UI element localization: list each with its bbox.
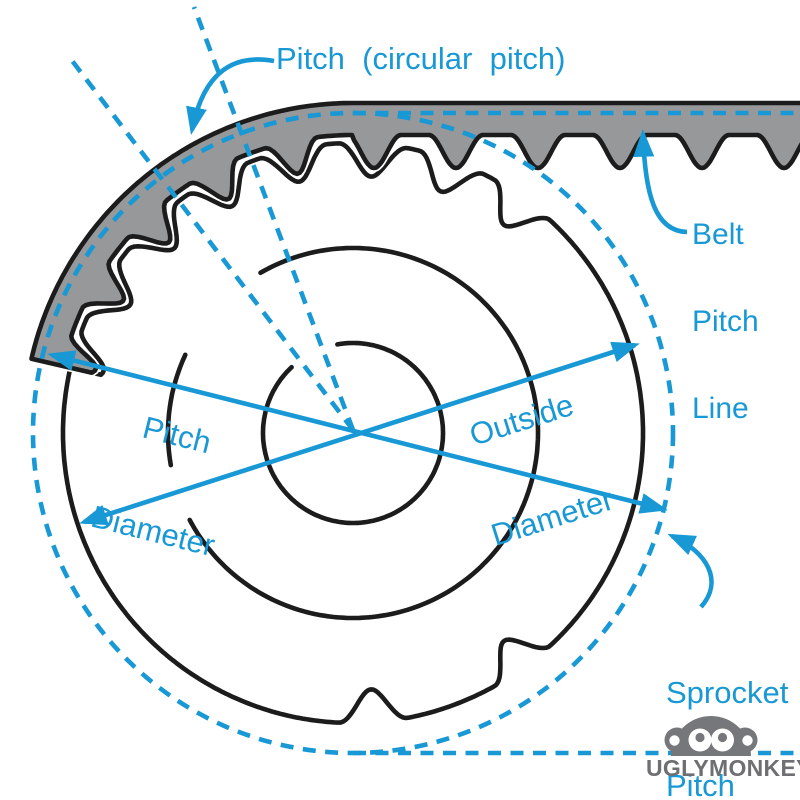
circular-pitch-leader-arrow xyxy=(186,57,275,135)
pitch-diameter-label-line2: Diameter xyxy=(87,498,219,564)
dimension-arrows xyxy=(47,57,714,609)
belt-pitch-line-label-line2: Pitch xyxy=(692,305,759,338)
belt-pitch-line-label: Belt Pitch Line xyxy=(692,162,759,481)
monkey-ear-hole-left xyxy=(669,735,680,746)
belt-pitch-line-label-line3: Line xyxy=(692,392,749,425)
sprocket-pitch-circle-label: Sprocket Pitch Circle xyxy=(666,615,788,800)
circular-pitch-label: Pitch (circular pitch) xyxy=(276,41,566,76)
brand-wordmark: UGLYMONKEY xyxy=(646,755,800,781)
monkey-pupil-right xyxy=(717,732,728,743)
outside-diameter-arrow xyxy=(79,341,640,526)
pitch-diameter-label-line1: Pitch xyxy=(139,409,215,461)
monkey-pupil-left xyxy=(695,732,705,743)
sprocket-pitch-circle-label-line1: Sprocket xyxy=(666,675,789,710)
belt-pitch-line-leader-arrow xyxy=(633,128,688,235)
monkey-icon xyxy=(664,716,758,756)
belt-pitch-line-label-line1: Belt xyxy=(692,218,744,251)
monkey-ear-hole-right xyxy=(742,735,753,746)
sprocket-pitch-circle-leader-arrow xyxy=(667,533,714,609)
outside-diameter-label-line1: Outside xyxy=(465,387,578,453)
sprocket-pitch-circle-label-line2: Pitch xyxy=(666,768,735,800)
outside-diameter-label-line2: Diameter xyxy=(486,481,618,553)
